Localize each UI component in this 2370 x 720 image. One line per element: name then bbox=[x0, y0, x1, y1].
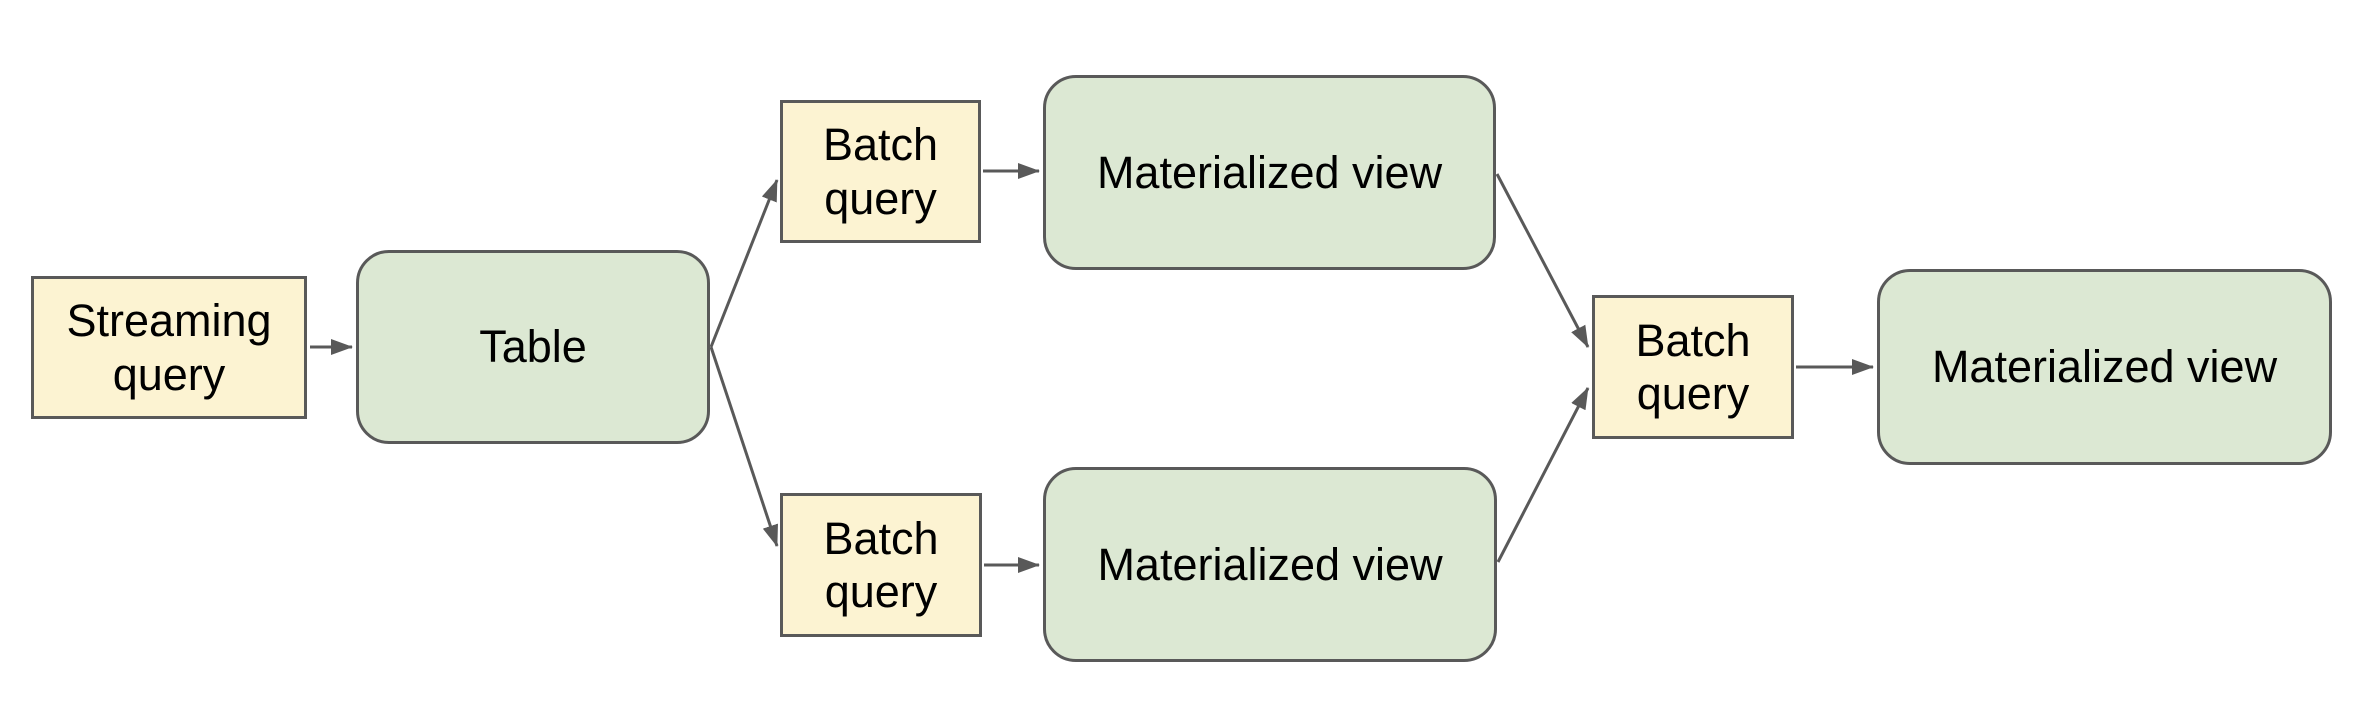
node-label-table: Table bbox=[479, 321, 587, 373]
node-label-streaming-query: Streaming query bbox=[66, 295, 272, 400]
node-table: Table bbox=[356, 250, 710, 444]
node-label-materialized-view-top: Materialized view bbox=[1096, 146, 1443, 198]
node-label-batch-query-top: Batch query bbox=[822, 119, 939, 224]
node-materialized-view-top: Materialized view bbox=[1043, 75, 1496, 270]
node-batch-query-right: Batch query bbox=[1592, 295, 1794, 439]
node-label-batch-query-right: Batch query bbox=[1635, 314, 1751, 419]
node-label-materialized-view-right: Materialized view bbox=[1931, 341, 2278, 393]
edge-materialized-view-bottom-to-batch-query-right bbox=[1496, 387, 1590, 563]
node-batch-query-bottom: Batch query bbox=[780, 493, 982, 637]
node-materialized-view-bottom: Materialized view bbox=[1043, 467, 1497, 662]
edge-materialized-view-top-to-batch-query-right bbox=[1495, 173, 1590, 348]
node-label-materialized-view-bottom: Materialized view bbox=[1097, 538, 1443, 590]
node-materialized-view-right: Materialized view bbox=[1877, 269, 2332, 465]
edge-table-to-batch-query-bottom bbox=[709, 346, 779, 547]
edge-table-to-batch-query-top bbox=[709, 179, 779, 348]
node-batch-query-top: Batch query bbox=[780, 100, 981, 243]
node-label-batch-query-bottom: Batch query bbox=[823, 512, 939, 617]
node-streaming-query: Streaming query bbox=[31, 276, 307, 419]
